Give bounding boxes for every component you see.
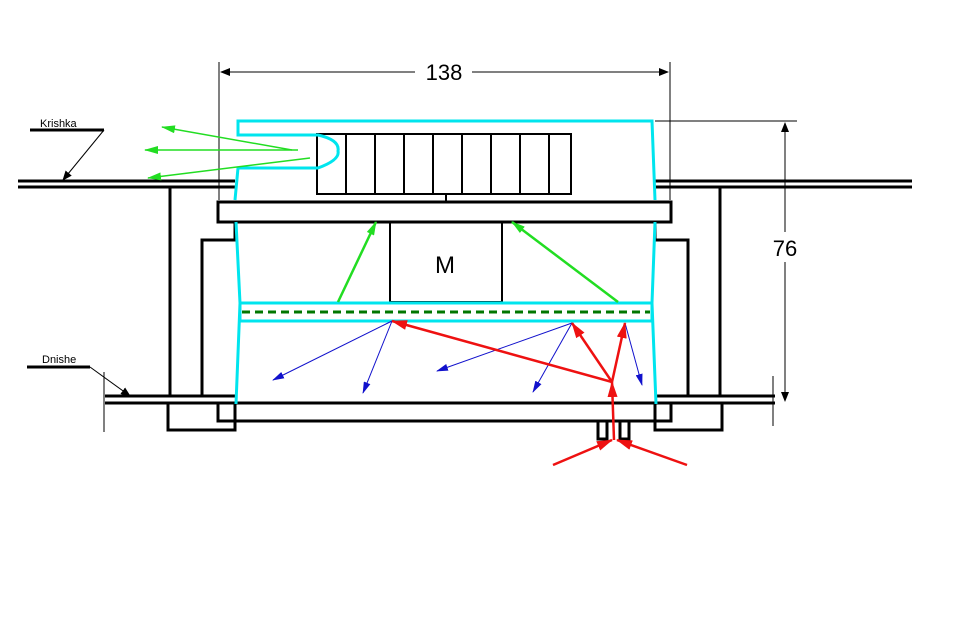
heat-exchanger <box>316 133 572 202</box>
inflow-arrows <box>391 319 688 467</box>
height-dimension <box>655 120 797 426</box>
outflow-arrows <box>144 125 619 303</box>
bottom-label: Dnishe <box>42 354 76 366</box>
bottom-leader <box>27 365 131 397</box>
width-dimension <box>218 62 671 200</box>
scatter-arrows <box>272 320 643 394</box>
width-dimension-label: 138 <box>426 60 463 85</box>
height-dimension-label: 76 <box>773 236 797 261</box>
housing-outline <box>233 119 658 405</box>
lid-label: Krishka <box>40 118 78 130</box>
motor-label: M <box>435 252 455 279</box>
lid-panel <box>18 179 912 189</box>
lid-leader <box>30 128 105 181</box>
